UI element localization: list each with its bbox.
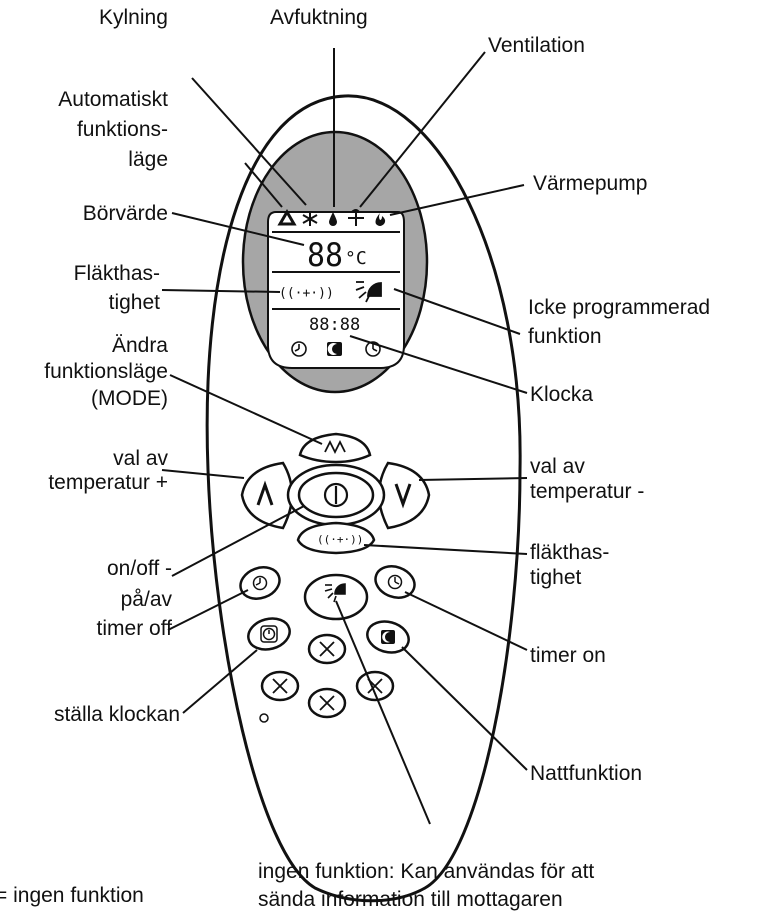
legend-no-function: = ingen funktion [0,884,144,908]
label-ingen-funktion-1: ingen funktion: Kan användas för att [258,860,594,884]
moon-icon [381,630,395,644]
temperature-unit: °C [345,248,367,269]
empty-button-3[interactable] [309,689,345,717]
label-nattfunktion: Nattfunktion [530,762,642,786]
label-temp-minus-2: temperatur - [530,480,644,504]
empty-button-1[interactable] [309,635,345,663]
label-andra-2: funktionsläge [0,360,168,384]
label-ventilation: Ventilation [488,34,585,58]
label-klocka: Klocka [530,383,593,407]
setpoint-digits: 88 [307,236,343,274]
fan-speed-button-symbol: ((·+·)) [317,533,363,546]
label-flakthas-btn-1: fläkthas- [530,541,609,565]
label-timer-on: timer on [530,644,606,668]
label-flakthas-btn-2: tighet [530,566,581,590]
label-andra-1: Ändra [0,334,168,358]
label-temp-plus-1: val av [0,447,168,471]
fan-speed-indicator: ((·+·)) [279,286,334,301]
clock-digits: 88:88 [309,315,360,335]
label-kylning: Kylning [99,6,168,30]
label-varmepump: Värmepump [533,172,647,196]
indicator-light [260,714,268,722]
label-automatiskt-2: funktions- [0,118,168,142]
label-avfuktning: Avfuktning [270,6,368,30]
label-timer-off: timer off [0,617,172,641]
empty-button-2[interactable] [262,672,298,700]
label-icke-programmerad-1: Icke programmerad [528,296,710,320]
fan-speed-button[interactable]: ((·+·)) [298,523,374,553]
label-onoff-2: på/av [0,588,172,612]
label-ingen-funktion-2: sända information till mottagaren [258,888,563,912]
power-button[interactable] [288,465,384,525]
moon-icon [327,342,342,356]
label-stalla-klockan: ställa klockan [0,703,180,727]
label-andra-3: (MODE) [0,387,168,411]
label-flakthastighet-1: Fläkthas- [0,262,160,286]
label-icke-programmerad-2: funktion [528,325,602,349]
label-borvarde: Börvärde [0,202,168,226]
label-flakthastighet-2: tighet [0,291,160,315]
label-automatiskt-1: Automatiskt [0,88,168,112]
label-onoff-1: on/off - [0,557,172,581]
label-temp-plus-2: temperatur + [0,471,168,495]
label-temp-minus-1: val av [530,455,585,479]
label-automatiskt-3: läge [0,148,168,172]
unprogrammed-function-button[interactable] [305,575,367,619]
